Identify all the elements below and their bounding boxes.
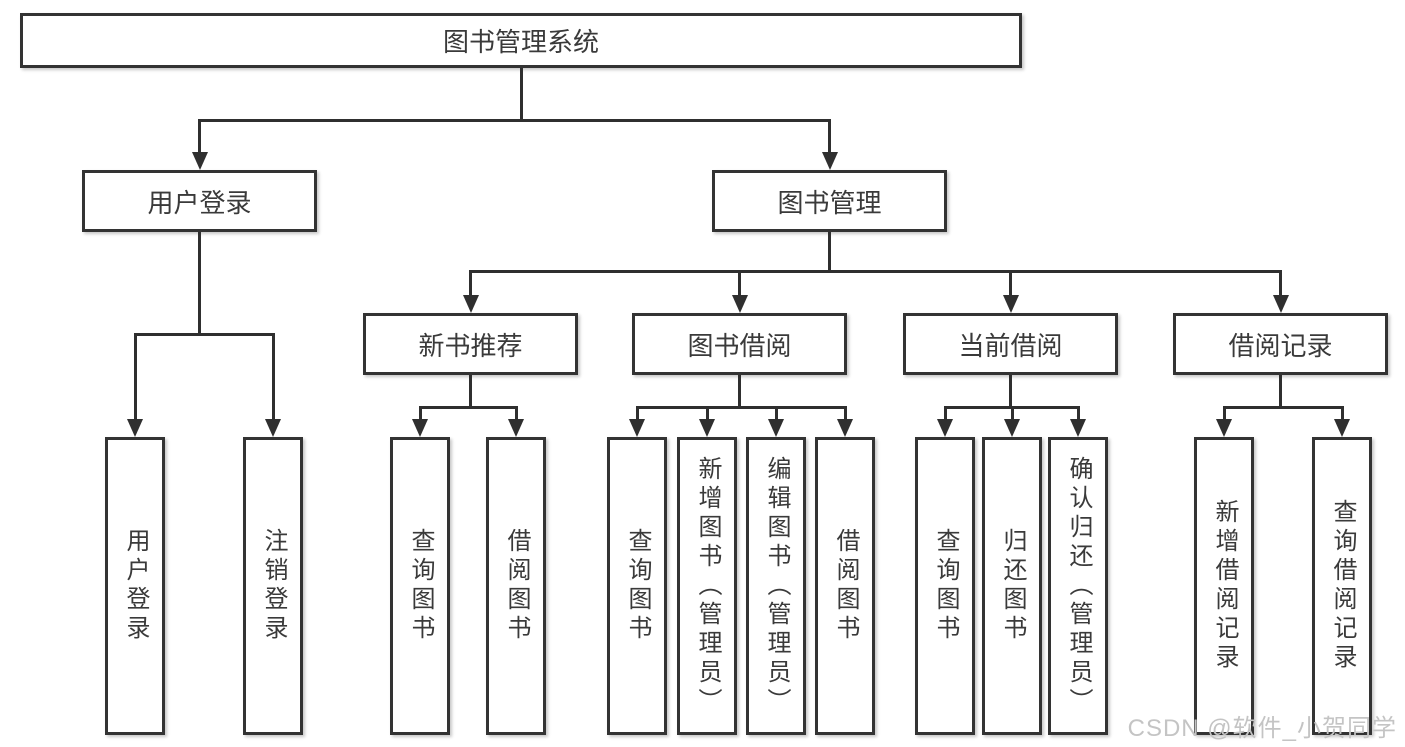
leaf-add-book-admin: 新增图书（管理员） [677, 437, 737, 735]
connector-arrow-borrow-books-recommend [514, 409, 518, 419]
connector-arrow-leaf-user-login [133, 336, 137, 419]
leaf-user-login: 用户登录 [105, 437, 165, 735]
leaf-borrow-books-recommend: 借阅图书 [486, 437, 546, 735]
connector-level3-rail [469, 270, 1282, 273]
leaf-return-books-label: 归还图书 [999, 528, 1026, 644]
leaf-query-borrow-record: 查询借阅记录 [1312, 437, 1372, 735]
connector-arrow-borrowing-records [1279, 273, 1282, 295]
leaf-edit-book-admin: 编辑图书（管理员） [746, 437, 806, 735]
leaf-borrow-books-borrowing-label: 借阅图书 [832, 528, 859, 644]
node-book-borrowing: 图书借阅 [632, 313, 847, 375]
leaf-confirm-return-admin-label: 确认归还（管理员） [1065, 455, 1092, 717]
connector-borrowing-stem [738, 375, 741, 408]
connector-recommendation-stem [469, 375, 472, 408]
connector-arrow-book-management [828, 122, 831, 152]
leaf-query-borrow-record-label: 查询借阅记录 [1329, 499, 1356, 673]
node-current-borrowing-label: 当前借阅 [958, 330, 1063, 361]
leaf-query-books-recommend-label: 查询图书 [407, 528, 434, 644]
connector-book-management-stem [828, 232, 831, 273]
leaf-logout-label: 注销登录 [260, 528, 287, 644]
node-borrowing-records-label: 借阅记录 [1228, 330, 1333, 361]
connector-arrow-edit-book-admin [774, 409, 778, 419]
node-user-login-label: 用户登录 [147, 187, 252, 218]
connector-arrow-user-login [198, 122, 201, 152]
leaf-query-books-borrowing: 查询图书 [607, 437, 667, 735]
connector-level2-rail [198, 119, 831, 122]
node-book-borrowing-label: 图书借阅 [687, 330, 792, 361]
leaf-return-books: 归还图书 [982, 437, 1042, 735]
leaf-edit-book-admin-label: 编辑图书（管理员） [763, 455, 790, 717]
leaf-add-borrow-record: 新增借阅记录 [1194, 437, 1254, 735]
connector-arrow-query-books-borrowing [635, 409, 639, 419]
connector-root-stem [520, 68, 523, 122]
connector-arrow-borrow-books-borrowing [843, 409, 847, 419]
connector-arrow-confirm-return-admin [1076, 409, 1080, 419]
connector-arrow-query-borrow-record [1340, 409, 1344, 419]
connector-user-login-rail [133, 333, 275, 336]
leaf-borrow-books-borrowing: 借阅图书 [815, 437, 875, 735]
leaf-query-books-current: 查询图书 [915, 437, 975, 735]
node-library-system-label: 图书管理系统 [442, 27, 599, 57]
connector-arrow-add-book-admin [705, 409, 709, 419]
node-new-book-recommendation: 新书推荐 [363, 313, 578, 375]
connector-current-rail [943, 406, 1080, 409]
node-current-borrowing: 当前借阅 [903, 313, 1118, 375]
node-book-management-label: 图书管理 [777, 187, 882, 218]
leaf-add-borrow-record-label: 新增借阅记录 [1211, 499, 1238, 673]
connector-user-login-stem [198, 232, 201, 336]
connector-recommendation-rail [418, 406, 518, 409]
leaf-query-books-borrowing-label: 查询图书 [624, 528, 651, 644]
leaf-logout: 注销登录 [243, 437, 303, 735]
leaf-confirm-return-admin: 确认归还（管理员） [1048, 437, 1108, 735]
node-borrowing-records: 借阅记录 [1173, 313, 1388, 375]
connector-arrow-query-books-recommend [418, 409, 422, 419]
connector-arrow-return-books [1010, 409, 1014, 419]
watermark-text: CSDN @软件_小贺同学 [1127, 715, 1397, 742]
leaf-user-login-label: 用户登录 [122, 528, 149, 644]
connector-records-rail [1222, 406, 1344, 409]
leaf-query-books-current-label: 查询图书 [932, 528, 959, 644]
connector-current-stem [1009, 375, 1012, 408]
leaf-borrow-books-recommend-label: 借阅图书 [503, 528, 530, 644]
node-book-management: 图书管理 [712, 170, 947, 232]
connector-arrow-add-borrow-record [1222, 409, 1226, 419]
connector-borrowing-rail [635, 406, 847, 409]
connector-arrow-query-books-current [943, 409, 947, 419]
connector-arrow-current-borrowing [1009, 273, 1012, 295]
leaf-query-books-recommend: 查询图书 [390, 437, 450, 735]
leaf-add-book-admin-label: 新增图书（管理员） [694, 455, 721, 717]
connector-arrow-new-book-recommendation [469, 273, 472, 295]
connector-arrow-book-borrowing [738, 273, 741, 295]
node-user-login: 用户登录 [82, 170, 317, 232]
connector-records-stem [1279, 375, 1282, 408]
node-new-book-recommendation-label: 新书推荐 [418, 330, 523, 361]
connector-arrow-leaf-logout [271, 336, 275, 419]
node-library-system: 图书管理系统 [20, 13, 1022, 68]
